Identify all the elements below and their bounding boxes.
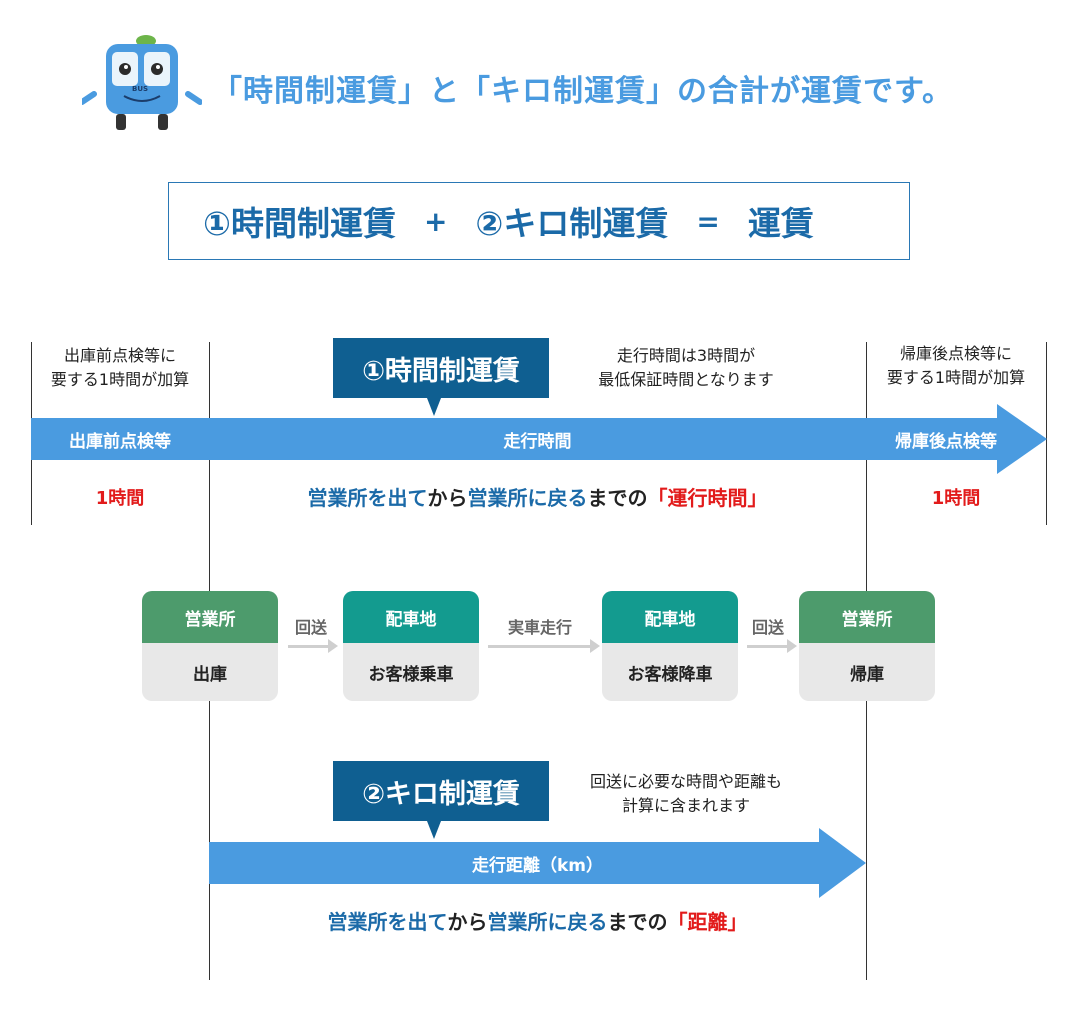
distance-fare-label: ②キロ制運賃 [333,761,549,821]
formula-plus: + [423,204,448,238]
arrow-label-service: 実車走行 [507,618,572,637]
time-fare-note: 走行時間は3時間が 最低保証時間となります [598,346,774,389]
flow-card-pickup: 配車地 お客様乗車 [343,591,479,701]
page-title: 「時間制運賃」と「キロ制運賃」の合計が運賃です。 [212,74,953,109]
formula-result: 運賃 [747,204,814,243]
distance-bar [209,828,866,898]
card-top-label: 営業所 [799,591,935,643]
bar-driving-distance: 走行距離（km） [471,855,604,876]
formula-equals: = [696,204,720,238]
card-top-label: 配車地 [343,591,479,643]
arrow-label-deadhead-out: 回送 [294,618,327,637]
bar-driving-time: 走行時間 [503,431,572,452]
left-note: 出庫前点検等に 要する1時間が加算 [50,346,190,389]
time-bar [31,404,1047,474]
formula-time-fare: ①時間制運賃 [203,204,396,243]
arrow-deadhead-back [747,639,797,653]
card-top-label: 配車地 [602,591,738,643]
mascot-badge: BUS [132,85,149,93]
arrow-service [488,639,600,653]
bus-mascot-icon: BUS [79,32,203,132]
arrow-deadhead-out [288,639,338,653]
distance-fare-pointer [427,821,441,839]
operating-time-description: 営業所を出てから営業所に戻るまでの「運行時間」 [307,486,768,510]
flow-card-return: 営業所 帰庫 [799,591,935,701]
guide-line-right-outer [1046,342,1047,525]
flow-card-dropoff: 配車地 お客様降車 [602,591,738,701]
flow-card-depart: 営業所 出庫 [142,591,278,701]
post-inspection-hours: 1時間 [931,488,981,509]
right-note: 帰庫後点検等に 要する1時間が加算 [886,344,1026,387]
card-bottom-label: お客様降車 [627,664,713,685]
formula-box: ①時間制運賃 + ②キロ制運賃 = 運賃 [168,182,910,260]
card-bottom-label: 出庫 [193,664,227,685]
pre-inspection-hours: 1時間 [95,488,145,509]
bar-post-inspection: 帰庫後点検等 [895,431,997,452]
distance-description: 営業所を出てから営業所に戻るまでの「距離」 [327,910,748,934]
card-top-label: 営業所 [142,591,278,643]
distance-fare-note: 回送に必要な時間や距離も 計算に含まれます [589,772,782,815]
card-bottom-label: 帰庫 [850,664,884,685]
formula-distance-fare: ②キロ制運賃 [475,204,669,243]
time-fare-pointer [427,398,441,416]
card-bottom-label: お客様乗車 [368,664,454,685]
arrow-label-deadhead-back: 回送 [751,618,784,637]
bar-pre-inspection: 出庫前点検等 [69,431,171,452]
time-fare-label: ①時間制運賃 [333,338,549,398]
